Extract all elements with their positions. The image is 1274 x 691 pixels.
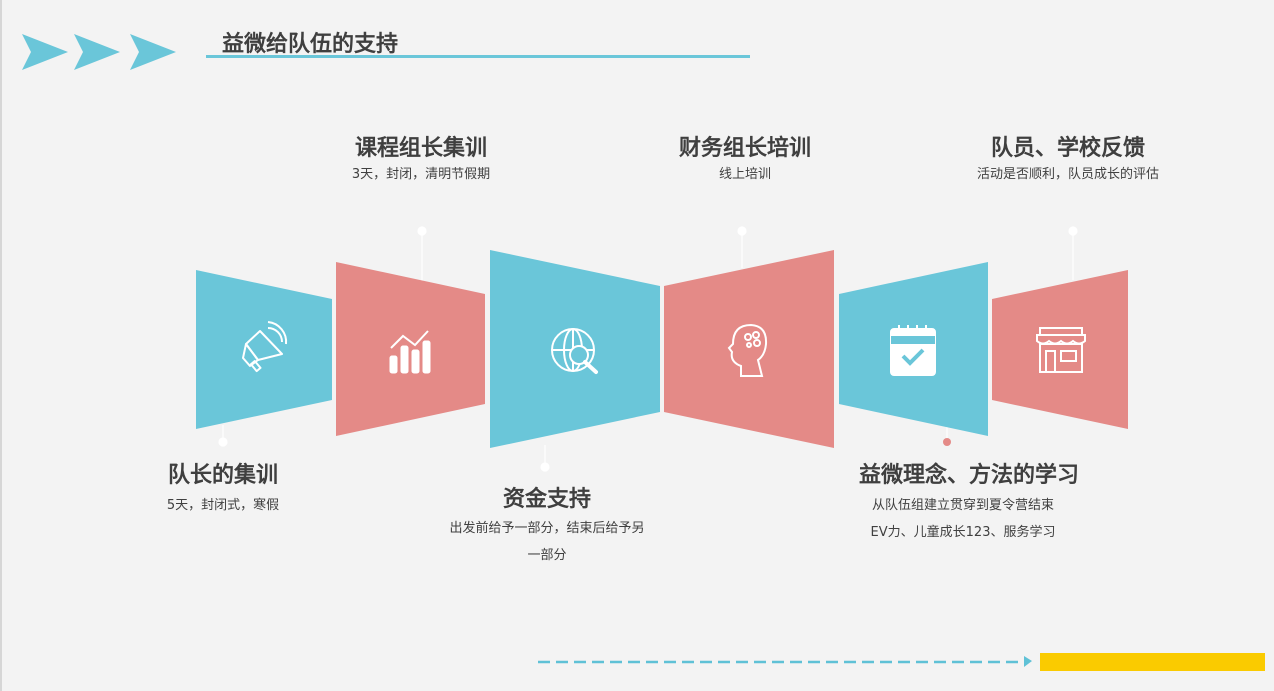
arrow-head-icon <box>1024 656 1032 667</box>
connector-dot <box>540 462 550 472</box>
connectors <box>218 226 1078 472</box>
globe-search-icon <box>551 328 598 374</box>
chevron-icon <box>130 34 176 70</box>
slide-edge <box>0 0 2 691</box>
item-4-title: 财务组长培训 <box>678 136 812 161</box>
connector-dot <box>417 226 427 236</box>
panel-2 <box>336 262 485 436</box>
item-5-desc-1: 从队伍组建立贯穿到夏令营结束 <box>871 498 1055 513</box>
chevron-icon <box>74 34 120 70</box>
page-title: 益微给队伍的支持 <box>222 32 399 57</box>
connector-dot-red <box>943 438 951 446</box>
connector-dot <box>737 226 747 236</box>
item-3-title: 资金支持 <box>502 487 592 512</box>
item-1-desc: 5天，封闭式，寒假 <box>166 498 280 513</box>
item-1-title: 队长的集训 <box>167 463 279 488</box>
storefront-icon <box>1036 327 1086 373</box>
item-5-desc-2: EV力、儿童成长123、服务学习 <box>870 525 1056 540</box>
item-3-desc-2: 一部分 <box>527 548 567 563</box>
head-brain-icon <box>727 323 768 377</box>
title-underline <box>206 55 750 58</box>
item-2-desc: 3天，封闭，清明节假期 <box>351 167 491 182</box>
header-chevrons <box>22 34 176 70</box>
panel-4 <box>664 250 834 448</box>
item-3-desc-1: 出发前给予一部分，结束后给予另 <box>449 521 645 536</box>
bar-chart-growth-icon <box>389 330 431 374</box>
megaphone-icon <box>242 321 288 373</box>
accent-bar <box>1040 653 1265 671</box>
calendar-check-icon <box>890 325 936 376</box>
panel-1 <box>196 270 332 429</box>
item-6-desc: 活动是否顺利，队员成长的评估 <box>976 167 1160 182</box>
chevron-icon <box>22 34 68 70</box>
connector-dot <box>218 437 228 447</box>
panel-6 <box>992 270 1128 429</box>
item-4-desc: 线上培训 <box>718 167 772 182</box>
item-6-title: 队员、学校反馈 <box>990 136 1146 161</box>
item-5-title: 益微理念、方法的学习 <box>858 463 1080 488</box>
item-2-title: 课程组长集训 <box>354 136 488 161</box>
connector-dot <box>1068 226 1078 236</box>
